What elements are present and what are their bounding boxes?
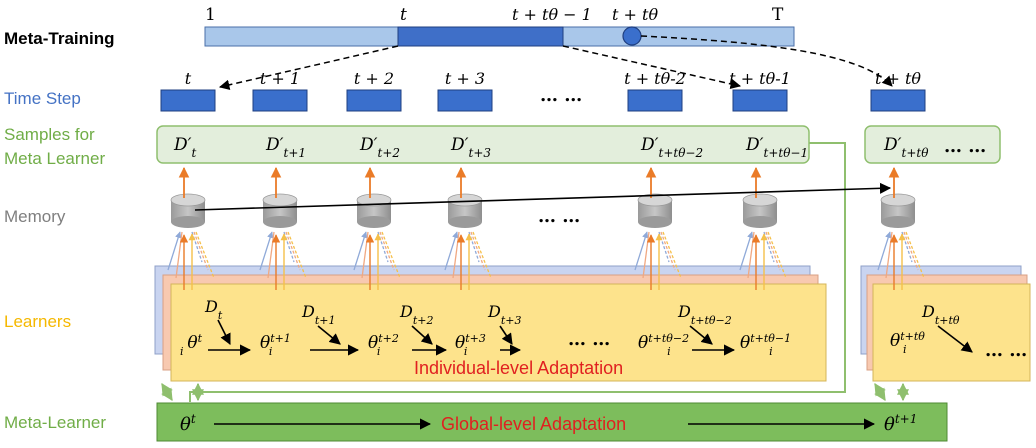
dashed-arrow-to-t-ttheta-minus-1 bbox=[562, 45, 742, 90]
learner-data-label: Dt+tθ bbox=[921, 302, 960, 327]
time-step-block bbox=[252, 89, 308, 112]
learner-data-labels: Dt Dt+1 Dt+2 Dt+3 Dt+tθ−2 Dt+tθ bbox=[204, 297, 960, 327]
time-step-label: t + tθ bbox=[875, 69, 921, 88]
time-step-label: t + 1 bbox=[260, 69, 300, 88]
sample-label: D′t+1 bbox=[265, 135, 306, 160]
memory-cylinder-icon bbox=[637, 193, 673, 228]
memory-ellipsis: … … bbox=[538, 206, 580, 227]
timeline-t-ttheta: t + tθ bbox=[612, 5, 658, 24]
memory-cylinder-icon bbox=[880, 193, 916, 228]
samples-ellipsis: … … bbox=[944, 136, 986, 157]
meta-learner-link-left bbox=[161, 382, 173, 402]
learners-label: Learners bbox=[4, 312, 71, 331]
dashed-arrow-to-t bbox=[218, 45, 399, 90]
time-step-row: t t + 1 t + 2 t + 3 t + tθ-2 t + tθ-1 t + tθ bbox=[160, 69, 926, 112]
time-step-block bbox=[346, 89, 402, 112]
samples-panel-main bbox=[156, 125, 810, 164]
timeline: 1 t t + tθ − 1 t + tθ T bbox=[204, 5, 795, 47]
samples-to-meta-connector bbox=[189, 142, 846, 402]
memory-cylinder-icon bbox=[262, 193, 298, 228]
memory-learner-links bbox=[167, 231, 925, 290]
meta-learner-label: Meta-Learner bbox=[4, 413, 106, 432]
data-input-arrow bbox=[689, 325, 713, 345]
memory-cylinder-icon bbox=[447, 193, 483, 228]
timeline-start: 1 bbox=[205, 5, 216, 25]
timeline-t-ttheta-minus-1: t + tθ − 1 bbox=[512, 5, 592, 24]
meta-training-label: Meta-Training bbox=[4, 29, 115, 48]
time-step-label: t + tθ-2 bbox=[624, 69, 686, 88]
memory-cylinder-icon bbox=[356, 193, 392, 228]
learner-card-front bbox=[170, 283, 827, 382]
time-step-block bbox=[160, 89, 216, 112]
samples-label-line1: Samples for bbox=[4, 125, 95, 144]
samples-row: D′t D′t+1 D′t+2 D′t+3 D′t+tθ−2 D′t+tθ−1 D′t+tθ bbox=[173, 135, 929, 160]
sample-arrows bbox=[178, 166, 900, 290]
time-step-block bbox=[627, 89, 683, 112]
timeline-window bbox=[397, 26, 564, 47]
learner-data-label: Dt+3 bbox=[487, 302, 521, 327]
data-input-arrow bbox=[499, 325, 513, 345]
sample-label: D′t bbox=[173, 135, 197, 160]
sample-label: D′t+tθ bbox=[883, 135, 929, 160]
dashed-arrow-to-t-ttheta bbox=[640, 35, 893, 87]
time-step-label: Time Step bbox=[4, 89, 81, 108]
time-step-block bbox=[732, 89, 788, 112]
learner-data-label: Dt+tθ−2 bbox=[677, 302, 732, 327]
data-input-arrow bbox=[937, 325, 973, 353]
sample-label: D′t+3 bbox=[450, 135, 491, 160]
memory-chain-arrow bbox=[194, 182, 892, 211]
time-step-block bbox=[870, 89, 926, 112]
learner-ellipsis: … … bbox=[568, 329, 610, 350]
samples-panel-future bbox=[864, 125, 1001, 164]
time-step-label: t bbox=[185, 69, 192, 88]
timeline-t: t bbox=[400, 5, 407, 25]
adaptation-arrows bbox=[208, 319, 973, 356]
future-meta-link-left bbox=[874, 382, 886, 402]
global-adaptation-label: Global-level Adaptation bbox=[441, 414, 626, 434]
sample-label: D′t+2 bbox=[359, 135, 400, 160]
memory-row bbox=[170, 193, 916, 228]
data-input-arrow bbox=[411, 325, 433, 345]
time-step-block bbox=[437, 89, 493, 112]
time-step-label: t + 3 bbox=[445, 69, 485, 88]
memory-cylinder-icon bbox=[742, 193, 778, 228]
time-step-label: t + 2 bbox=[354, 69, 394, 88]
data-input-arrow bbox=[217, 319, 231, 346]
data-input-arrow bbox=[317, 325, 341, 345]
learner-data-label: Dt+2 bbox=[399, 302, 433, 327]
time-step-label: t + tθ-1 bbox=[729, 69, 791, 88]
timeline-end: T bbox=[772, 5, 784, 25]
future-learner-ellipsis: … … bbox=[985, 340, 1027, 361]
meta-theta-start: θt bbox=[180, 412, 196, 435]
meta-theta-end: θt+1 bbox=[884, 412, 917, 435]
sample-label: D′t+tθ−1 bbox=[745, 135, 808, 160]
meta-learner-bar bbox=[156, 402, 948, 442]
sample-label: D′t+tθ−2 bbox=[640, 135, 703, 160]
future-learner-card-front bbox=[872, 283, 1031, 382]
time-step-ellipsis: … … bbox=[540, 85, 582, 106]
timeline-marker bbox=[622, 26, 642, 46]
samples-label-line2: Meta Learner bbox=[4, 149, 105, 168]
memory-cylinder-icon bbox=[170, 193, 206, 228]
individual-adaptation-label: Individual-level Adaptation bbox=[414, 358, 623, 378]
learner-data-label: Dt+1 bbox=[301, 302, 335, 327]
memory-label: Memory bbox=[4, 207, 66, 226]
learner-data-label: Dt bbox=[204, 297, 223, 322]
